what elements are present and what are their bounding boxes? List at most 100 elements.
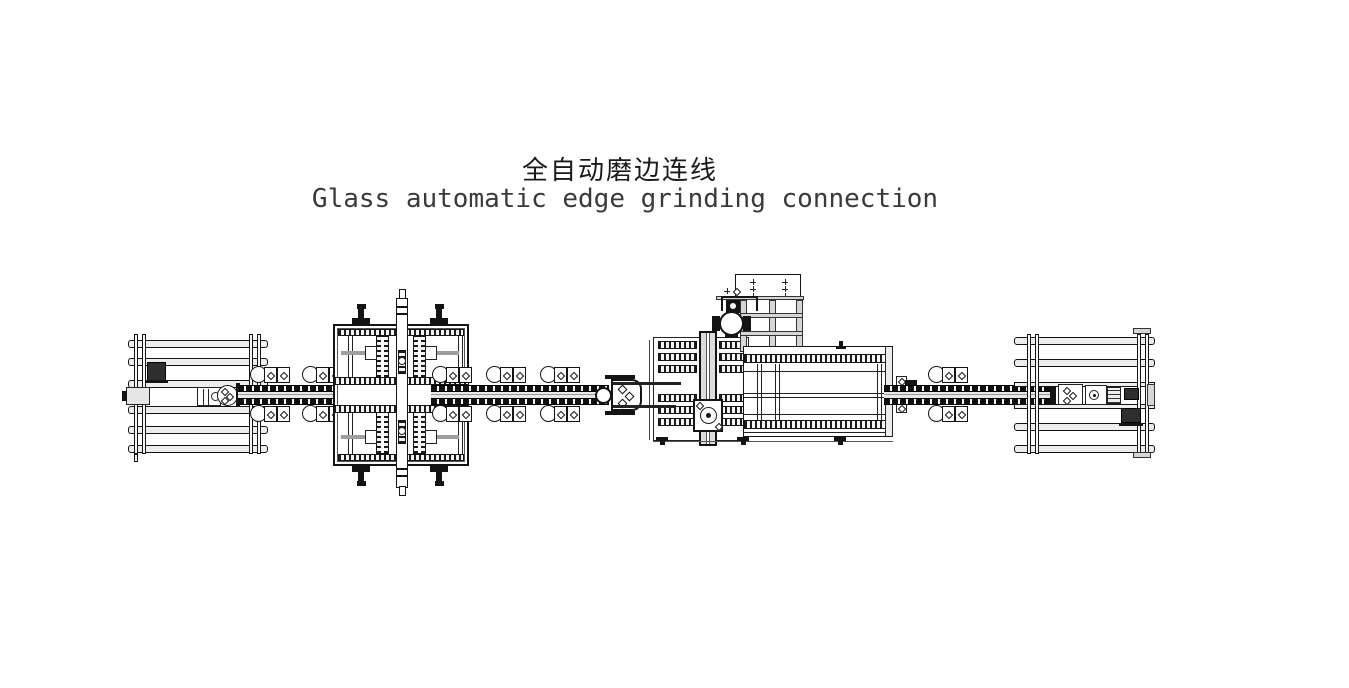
rack-post-stub <box>134 454 138 462</box>
cross-rod <box>341 351 377 355</box>
ladder-top-bar <box>716 296 804 300</box>
rack-bar <box>128 340 268 348</box>
vertical-shaft <box>396 298 408 488</box>
transfer-roller <box>595 387 612 404</box>
rack-gear-stack <box>1107 387 1121 404</box>
shaft-tick <box>396 475 408 477</box>
clamp <box>352 466 370 472</box>
roller-pair <box>486 366 526 384</box>
body-top-rail <box>744 354 892 363</box>
machine-foot <box>737 437 749 441</box>
machine-foot <box>741 441 746 445</box>
shaft-tip-bottom <box>399 486 406 496</box>
rack-bar <box>128 406 268 414</box>
roller-pair <box>486 405 526 423</box>
cross-clamp-block <box>425 430 437 444</box>
body-divider <box>757 364 762 420</box>
shaft-tick <box>396 306 408 308</box>
cross-clamp-block <box>365 346 377 360</box>
roller-pair <box>432 405 472 423</box>
carriage-strip <box>658 341 697 349</box>
rack-motor <box>147 362 166 381</box>
cross-rod <box>426 435 459 439</box>
rack-motor-foot <box>145 380 168 383</box>
body-baseline <box>653 441 893 442</box>
rack-bar <box>1014 337 1155 345</box>
shaft-tip-top <box>399 289 406 299</box>
roller-pair <box>928 366 968 384</box>
belt <box>238 385 334 405</box>
top-plate <box>735 274 801 299</box>
clamp <box>435 304 444 309</box>
head-tab <box>712 316 720 331</box>
cross-rib <box>458 336 463 378</box>
head-chin <box>725 334 738 338</box>
carriage-strip <box>658 353 697 361</box>
carriage-strip <box>658 418 697 426</box>
rack-motor <box>1121 408 1141 423</box>
clamp <box>358 308 364 320</box>
body-line <box>744 393 892 394</box>
body-bolt <box>839 341 843 346</box>
rack-side-bracket <box>1147 384 1155 406</box>
body-line <box>744 414 892 415</box>
rack-motor-unit <box>1085 385 1107 405</box>
drawing-title-en: Glass automatic edge grinding connection <box>311 184 939 214</box>
rack-post <box>1035 334 1039 454</box>
ladder-rail <box>769 300 776 352</box>
probe-arm <box>613 405 676 408</box>
carriage-strip <box>658 394 697 402</box>
body-line <box>744 432 892 433</box>
rack-bar <box>1014 445 1155 453</box>
clamp <box>430 466 448 472</box>
bearing-block <box>693 399 724 432</box>
head-bracket <box>721 296 758 311</box>
cross-rod <box>426 351 459 355</box>
cross-clamp-block <box>425 346 437 360</box>
body-bolt <box>836 346 846 349</box>
rack-drive-roller <box>217 385 238 406</box>
body-divider <box>775 364 780 420</box>
cross-rib <box>348 413 353 454</box>
clamp <box>430 318 448 324</box>
carriage-strip <box>658 365 697 373</box>
shaft-bearing-eye <box>398 357 406 365</box>
head-motor <box>726 300 740 313</box>
rack-post <box>1027 334 1031 454</box>
rack-diamond-box <box>1058 384 1083 406</box>
cross-rib <box>348 336 353 378</box>
clamp <box>436 308 442 320</box>
ladder-rung <box>740 331 803 336</box>
roller-pair <box>250 366 290 384</box>
head-tab <box>743 316 751 331</box>
clamp <box>435 481 444 486</box>
roller-pair <box>540 366 580 384</box>
clamp <box>352 318 370 324</box>
cross-slat <box>376 412 389 454</box>
shaft-tick <box>396 468 408 470</box>
roller-pair <box>250 405 290 423</box>
rack-bar <box>128 445 268 453</box>
rack-gearbox <box>197 387 221 406</box>
belt <box>884 385 1056 405</box>
shaft-tick <box>396 313 408 315</box>
cross-rib <box>458 413 463 454</box>
machine-left-edge <box>649 340 650 440</box>
machine-foot <box>656 437 668 441</box>
clamp <box>358 470 364 482</box>
rack-post-cap <box>1133 452 1151 458</box>
roller-pair <box>928 405 968 423</box>
clamp <box>357 304 366 309</box>
shaft-bearing-eye <box>398 427 406 435</box>
rack-bar <box>128 358 268 366</box>
rack-channel-rail <box>1014 404 1155 409</box>
body-line <box>744 397 892 398</box>
drawing-title-zh: 全自动磨边连线 <box>521 156 718 185</box>
roller-pair <box>432 366 472 384</box>
machine-foot <box>838 441 843 445</box>
body-line <box>744 371 892 372</box>
rack-motor-foot <box>1119 423 1143 426</box>
transfer-cap <box>605 411 635 415</box>
head-mark <box>724 288 730 294</box>
